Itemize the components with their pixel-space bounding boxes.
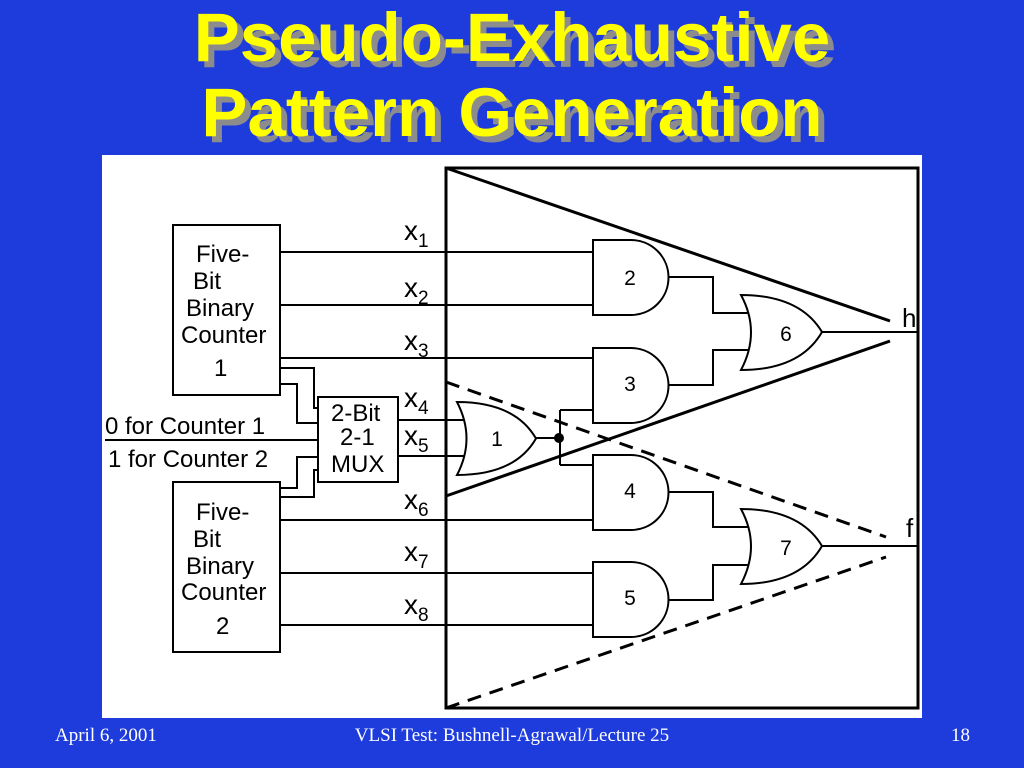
signal-label-subscript: 8 xyxy=(418,605,429,626)
signal-label-x2: x2 xyxy=(404,272,429,309)
or-gate-1 xyxy=(455,400,538,477)
mux-label-line: 2-1 xyxy=(340,424,375,451)
counter-1-number: 1 xyxy=(214,355,227,382)
gate-label-2: 2 xyxy=(624,267,636,290)
or-gate-6 xyxy=(739,293,824,372)
and-gate-2 xyxy=(592,239,670,316)
signal-label-base: x xyxy=(404,325,418,356)
gate-label-7: 7 xyxy=(780,537,792,560)
and-gate-4 xyxy=(592,454,670,531)
signal-label-subscript: 7 xyxy=(418,552,429,573)
signal-label-base: x xyxy=(404,589,418,620)
gate-label-4: 4 xyxy=(624,480,636,503)
signal-label-x6: x6 xyxy=(404,484,429,521)
gate-label-5: 5 xyxy=(624,587,636,610)
counter-1-label-line: Five- xyxy=(196,241,249,268)
signal-label-subscript: 4 xyxy=(418,398,429,419)
counter-1-box xyxy=(172,224,281,396)
cone-h-lower-edge xyxy=(445,339,891,498)
gate-label-1: 1 xyxy=(491,428,503,451)
signal-label-base: x xyxy=(404,272,418,303)
cone-f-upper-edge xyxy=(445,380,887,539)
output-label-h: h xyxy=(902,303,916,333)
cone-f-lower-edge xyxy=(445,555,887,710)
signal-label-base: x xyxy=(404,215,418,246)
counter-2-to-mux-wire xyxy=(280,469,318,498)
footer-page-number: 18 xyxy=(951,725,970,746)
gate-5-to-gate-7-wire xyxy=(668,564,749,601)
gate-3-to-gate-6-wire xyxy=(668,349,749,386)
counter-2-label-line: Bit xyxy=(193,526,221,553)
signal-label-x3: x3 xyxy=(404,325,429,362)
signal-label-subscript: 3 xyxy=(418,341,429,362)
counter-2-label-line: Counter xyxy=(181,579,266,606)
footer-course: VLSI Test: Bushnell-Agrawal/Lecture 25 xyxy=(354,725,670,746)
counter-2-box xyxy=(172,481,281,653)
select-label-counter-2: 1 for Counter 2 xyxy=(108,446,268,473)
cone-boundary-box xyxy=(444,166,920,710)
gate-label-6: 6 xyxy=(780,323,792,346)
slide-title: Pseudo-Exhaustive Pattern Generation xyxy=(0,0,1024,150)
signal-label-base: x xyxy=(404,420,418,451)
slide-title-line-2: Pattern Generation xyxy=(201,74,823,151)
fanout-junction-dot xyxy=(554,433,564,443)
counter-1-to-mux-wire xyxy=(280,383,318,424)
counter-1-label-line: Counter xyxy=(181,322,266,349)
counter-2-to-mux-wire xyxy=(280,456,318,489)
signal-label-base: x xyxy=(404,382,418,413)
signal-label-x5: x5 xyxy=(404,420,429,457)
mux-label-line: 2-Bit xyxy=(331,400,381,427)
signal-label-base: x xyxy=(404,536,418,567)
counter-1-label-line: Bit xyxy=(193,268,221,295)
gate-label-3: 3 xyxy=(624,373,636,396)
gate-4-to-gate-7-wire xyxy=(668,491,749,528)
counter-2-number: 2 xyxy=(216,613,229,640)
footer-date: April 6, 2001 xyxy=(55,725,157,746)
signal-label-x7: x7 xyxy=(404,536,429,573)
signal-label-subscript: 2 xyxy=(418,288,429,309)
signal-label-subscript: 5 xyxy=(418,436,429,457)
signal-label-x8: x8 xyxy=(404,589,429,626)
signal-label-x4: x4 xyxy=(404,382,429,419)
signal-label-subscript: 1 xyxy=(418,231,429,252)
output-label-f: f xyxy=(906,513,914,543)
signal-label-subscript: 6 xyxy=(418,500,429,521)
signal-label-x1: x1 xyxy=(404,215,429,252)
counter-1-to-mux-wire xyxy=(280,367,318,409)
and-gate-5 xyxy=(592,561,670,638)
mux-label-line: MUX xyxy=(331,451,384,478)
signal-label-base: x xyxy=(404,484,418,515)
or-gate-7 xyxy=(739,507,824,586)
counter-2-label-line: Binary xyxy=(186,553,254,580)
cone-h-upper-edge xyxy=(445,166,891,323)
counter-1-label-line: Binary xyxy=(186,295,254,322)
counter-2-label-line: Five- xyxy=(196,499,249,526)
and-gate-3 xyxy=(592,347,670,424)
select-label-counter-1: 0 for Counter 1 xyxy=(105,413,265,440)
slide-title-line-1: Pseudo-Exhaustive xyxy=(193,0,831,76)
gate-2-to-gate-6-wire xyxy=(668,276,749,314)
